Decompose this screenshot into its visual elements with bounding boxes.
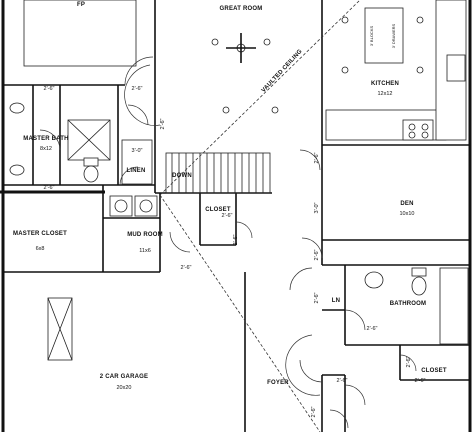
kitchen-label: KITCHEN (371, 81, 399, 87)
garage-label: 2 CAR GARAGE (100, 374, 148, 380)
door-dim: 2'-6" (337, 378, 348, 384)
island-blocks-label: 3' BLOCKS (369, 26, 374, 47)
foyer-label: FOYER (267, 380, 289, 386)
door-dim: 2'-6" (314, 249, 320, 260)
mud-room-label: MUD ROOM (127, 232, 163, 238)
bathroom-label: BATHROOM (390, 301, 426, 307)
den-label: DEN (400, 201, 413, 207)
master-bath-dim: 8x12 (40, 146, 52, 152)
ceiling-fan-icon (226, 33, 256, 63)
fixtures (9, 0, 469, 361)
master-closet-dim: 6x8 (36, 246, 45, 252)
door-dim: 3'-0" (314, 202, 320, 213)
door-dim: 2'-6" (132, 86, 143, 92)
door-dim: 2'-6" (415, 378, 426, 384)
garage-dim: 20x20 (117, 385, 132, 391)
door-dim: 3'-0" (132, 148, 143, 154)
door-dim: 2'-6" (233, 234, 239, 245)
down-label: DOWN (172, 173, 192, 179)
island-drawers-label: 3' DRAWERS (391, 23, 396, 48)
door-dim: 2'-6" (367, 326, 378, 332)
stairs (165, 152, 271, 194)
door-swings (39, 56, 417, 429)
great-room-label: GREAT ROOM (220, 6, 263, 12)
door-dim: 2'-6" (222, 213, 233, 219)
door-dim: 2'-6" (44, 86, 55, 92)
door-dim: 2'-6" (44, 185, 55, 191)
den-dim: 10x10 (400, 211, 415, 217)
kitchen-dim: 12x12 (378, 91, 393, 97)
door-dim: 2'-6" (181, 265, 192, 271)
fireplace-label: FP (77, 2, 85, 8)
right-closet-label: CLOSET (421, 368, 447, 374)
linen-closet-label: LN (332, 298, 340, 304)
master-closet-label: MASTER CLOSET (13, 231, 67, 237)
linen-label: LINEN (127, 168, 146, 174)
vaulted-ceiling-label: VAULTED CEILING (261, 49, 304, 94)
mud-room-dim: 11x6 (139, 248, 151, 254)
door-dim: 2'-6" (311, 406, 317, 417)
hall-closet-label: CLOSET (205, 207, 231, 213)
door-dimensions: 2'-6" 2'-6" 2'-6" 3'-0" 2'-6" 2'-6" 2'-6… (44, 86, 426, 417)
door-dim: 2'-6" (160, 118, 166, 129)
door-dim: 2'-6" (314, 292, 320, 303)
door-dim: 2'-6" (314, 152, 320, 163)
master-bath-label: MASTER BATH (23, 136, 68, 142)
door-dim: 2'-6" (406, 356, 412, 367)
dashed-lines (159, 0, 361, 432)
